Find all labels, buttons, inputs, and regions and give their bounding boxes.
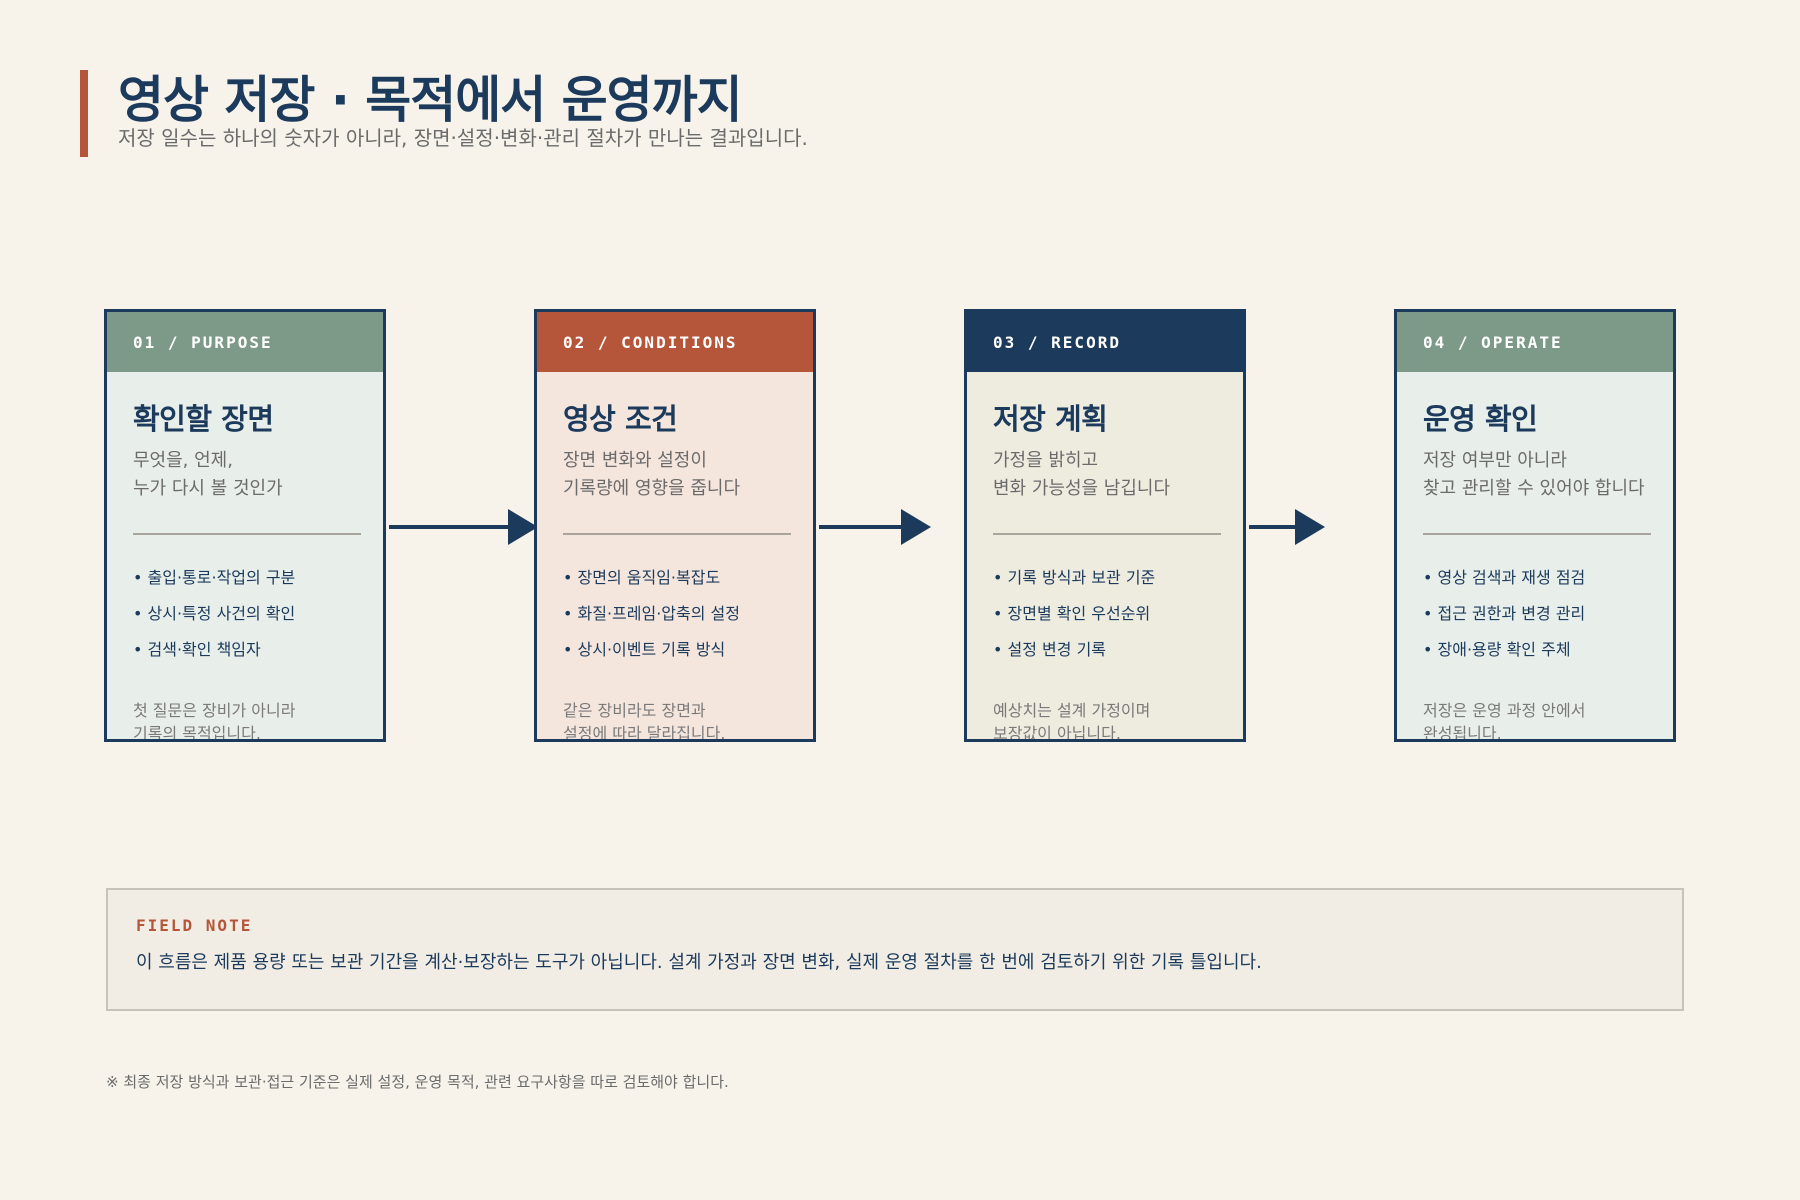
flow-arrow-icon bbox=[389, 509, 538, 545]
page-title: 영상 저장 · 목적에서 운영까지 bbox=[118, 71, 743, 129]
step-card-note: 같은 장비라도 장면과 설정에 따라 달라집니다. bbox=[563, 699, 726, 742]
list-item: • 검색·확인 책임자 bbox=[133, 640, 261, 659]
step-card-operate: 04 / OPERATE 운영 확인 저장 여부만 아니라 찾고 관리할 수 있… bbox=[1394, 309, 1676, 742]
step-card-list: • 기록 방식과 보관 기준 • 장면별 확인 우선순위 • 설정 변경 기록 bbox=[993, 560, 1155, 668]
field-note-label: FIELD NOTE bbox=[136, 916, 253, 935]
step-card-divider bbox=[563, 533, 791, 535]
step-card-description-line: 가정을 밝히고 bbox=[993, 450, 1099, 471]
step-card-description-line: 누가 다시 볼 것인가 bbox=[133, 478, 283, 499]
list-item: • 장애·용량 확인 주체 bbox=[1423, 640, 1571, 659]
step-card-note-line: 예상치는 설계 가정이며 bbox=[993, 701, 1151, 720]
step-card-description: 무엇을, 언제, 누가 다시 볼 것인가 bbox=[133, 447, 283, 503]
step-card-description-line: 찾고 관리할 수 있어야 합니다 bbox=[1423, 478, 1645, 499]
step-card-note-line: 저장은 운영 과정 안에서 bbox=[1423, 701, 1586, 720]
list-item: • 화질·프레임·압축의 설정 bbox=[563, 604, 740, 623]
list-item: • 장면별 확인 우선순위 bbox=[993, 604, 1151, 623]
step-card-description-line: 장면 변화와 설정이 bbox=[563, 450, 707, 471]
page-subtitle: 저장 일수는 하나의 숫자가 아니라, 장면·설정·변화·관리 절차가 만나는 … bbox=[118, 126, 808, 150]
step-card-title: 저장 계획 bbox=[993, 402, 1108, 436]
step-card-list: • 출입·통로·작업의 구분 • 상시·특정 사건의 확인 • 검색·확인 책임… bbox=[133, 560, 295, 668]
title-accent-bar bbox=[80, 70, 88, 157]
step-card-description: 가정을 밝히고 변화 가능성을 남깁니다 bbox=[993, 447, 1170, 503]
step-card-title: 운영 확인 bbox=[1423, 402, 1538, 436]
step-card-note-line: 설정에 따라 달라집니다. bbox=[563, 724, 726, 742]
list-item: • 출입·통로·작업의 구분 bbox=[133, 568, 296, 587]
list-item: • 접근 권한과 변경 관리 bbox=[1423, 604, 1586, 623]
step-card-title: 확인할 장면 bbox=[133, 402, 274, 436]
step-card-tag: 01 / PURPOSE bbox=[107, 312, 383, 372]
step-card-divider bbox=[993, 533, 1221, 535]
list-item: • 상시·이벤트 기록 방식 bbox=[563, 640, 726, 659]
step-card-note-line: 완성됩니다. bbox=[1423, 724, 1502, 742]
step-card-conditions: 02 / CONDITIONS 영상 조건 장면 변화와 설정이 기록량에 영향… bbox=[534, 309, 816, 742]
flow-arrow-icon bbox=[1249, 509, 1325, 545]
list-item: • 장면의 움직임·복잡도 bbox=[563, 568, 721, 587]
step-card-note-line: 보장값이 아닙니다. bbox=[993, 724, 1121, 742]
step-card-note-line: 같은 장비라도 장면과 bbox=[563, 701, 706, 720]
step-card-divider bbox=[133, 533, 361, 535]
step-card-description-line: 기록량에 영향을 줍니다 bbox=[563, 478, 741, 499]
footer-disclaimer: ※ 최종 저장 방식과 보관·접근 기준은 실제 설정, 운영 목적, 관련 요… bbox=[106, 1073, 729, 1091]
step-card-note: 저장은 운영 과정 안에서 완성됩니다. bbox=[1423, 699, 1586, 742]
step-card-list: • 영상 검색과 재생 점검 • 접근 권한과 변경 관리 • 장애·용량 확인… bbox=[1423, 560, 1585, 668]
list-item: • 영상 검색과 재생 점검 bbox=[1423, 568, 1586, 587]
step-card-title: 영상 조건 bbox=[563, 402, 678, 436]
step-card-description: 저장 여부만 아니라 찾고 관리할 수 있어야 합니다 bbox=[1423, 447, 1645, 503]
field-note-text: 이 흐름은 제품 용량 또는 보관 기간을 계산·보장하는 도구가 아닙니다. … bbox=[136, 952, 1262, 973]
field-note-box: FIELD NOTE 이 흐름은 제품 용량 또는 보관 기간을 계산·보장하는… bbox=[106, 888, 1684, 1011]
list-item: • 기록 방식과 보관 기준 bbox=[993, 568, 1156, 587]
step-card-record: 03 / RECORD 저장 계획 가정을 밝히고 변화 가능성을 남깁니다 •… bbox=[964, 309, 1246, 742]
step-card-description-line: 무엇을, 언제, bbox=[133, 450, 233, 471]
flow-arrow-icon bbox=[819, 509, 931, 545]
step-card-note-line: 첫 질문은 장비가 아니라 bbox=[133, 701, 296, 720]
step-card-description-line: 변화 가능성을 남깁니다 bbox=[993, 478, 1171, 499]
step-card-note: 첫 질문은 장비가 아니라 기록의 목적입니다. bbox=[133, 699, 296, 742]
step-card-note: 예상치는 설계 가정이며 보장값이 아닙니다. bbox=[993, 699, 1151, 742]
step-card-description-line: 저장 여부만 아니라 bbox=[1423, 450, 1567, 471]
step-card-divider bbox=[1423, 533, 1651, 535]
step-card-note-line: 기록의 목적입니다. bbox=[133, 724, 261, 742]
list-item: • 상시·특정 사건의 확인 bbox=[133, 604, 296, 623]
step-card-tag: 02 / CONDITIONS bbox=[537, 312, 813, 372]
step-card-list: • 장면의 움직임·복잡도 • 화질·프레임·압축의 설정 • 상시·이벤트 기… bbox=[563, 560, 740, 668]
step-card-purpose: 01 / PURPOSE 확인할 장면 무엇을, 언제, 누가 다시 볼 것인가… bbox=[104, 309, 386, 742]
step-card-description: 장면 변화와 설정이 기록량에 영향을 줍니다 bbox=[563, 447, 740, 503]
list-item: • 설정 변경 기록 bbox=[993, 640, 1107, 659]
step-card-tag: 04 / OPERATE bbox=[1397, 312, 1673, 372]
step-card-tag: 03 / RECORD bbox=[967, 312, 1243, 372]
